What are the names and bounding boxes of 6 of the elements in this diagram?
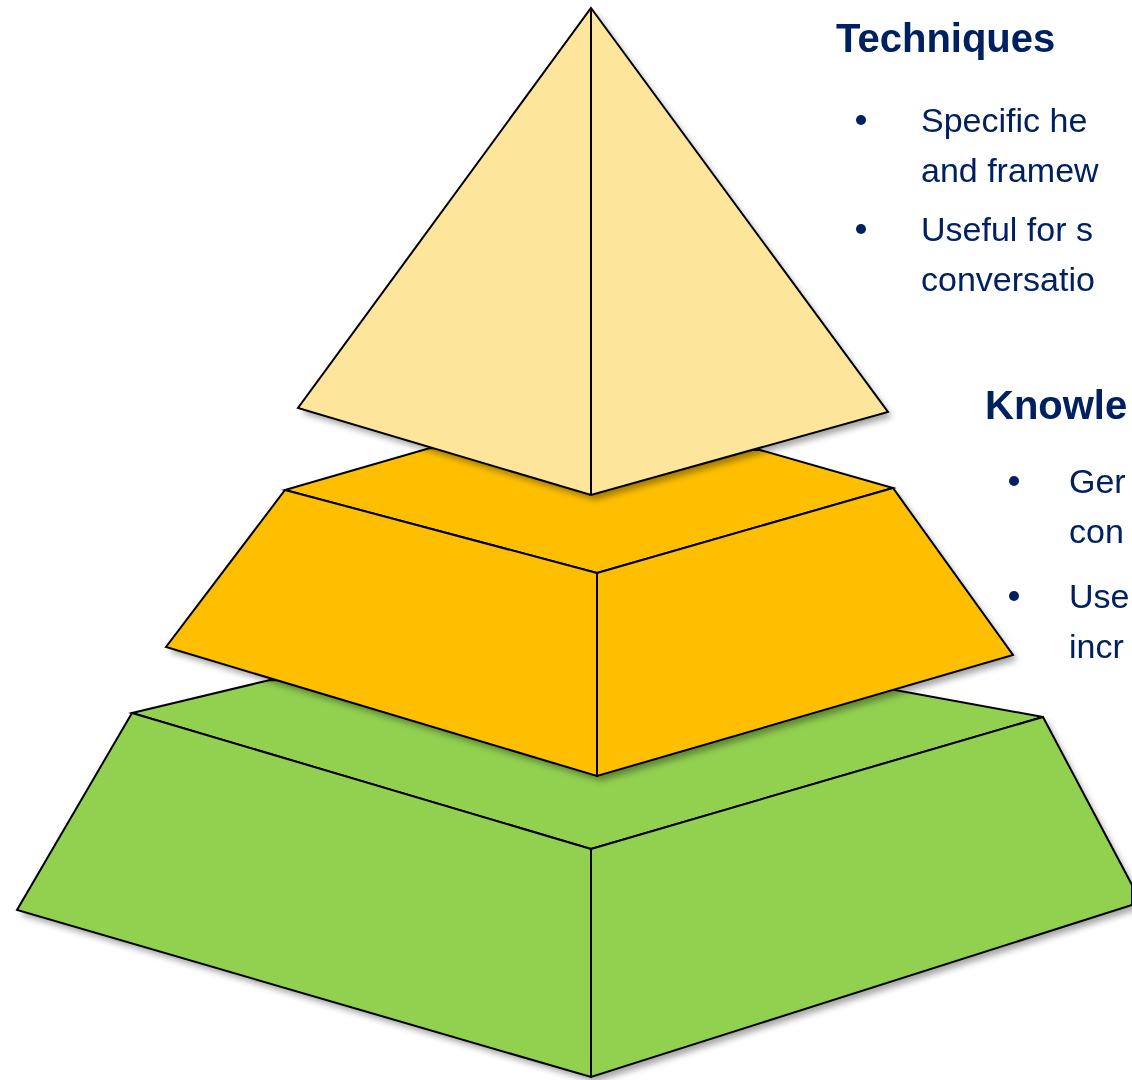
bullet-text: Ger con xyxy=(1069,461,1127,552)
bullet-text: Specific he and framew xyxy=(921,100,1100,191)
bullet-text: Useful for s conversatio xyxy=(921,209,1096,300)
section-heading: Techniques xyxy=(836,15,1056,62)
section-heading: Knowle xyxy=(985,382,1128,429)
bullet-text: Use incr xyxy=(1069,576,1131,667)
